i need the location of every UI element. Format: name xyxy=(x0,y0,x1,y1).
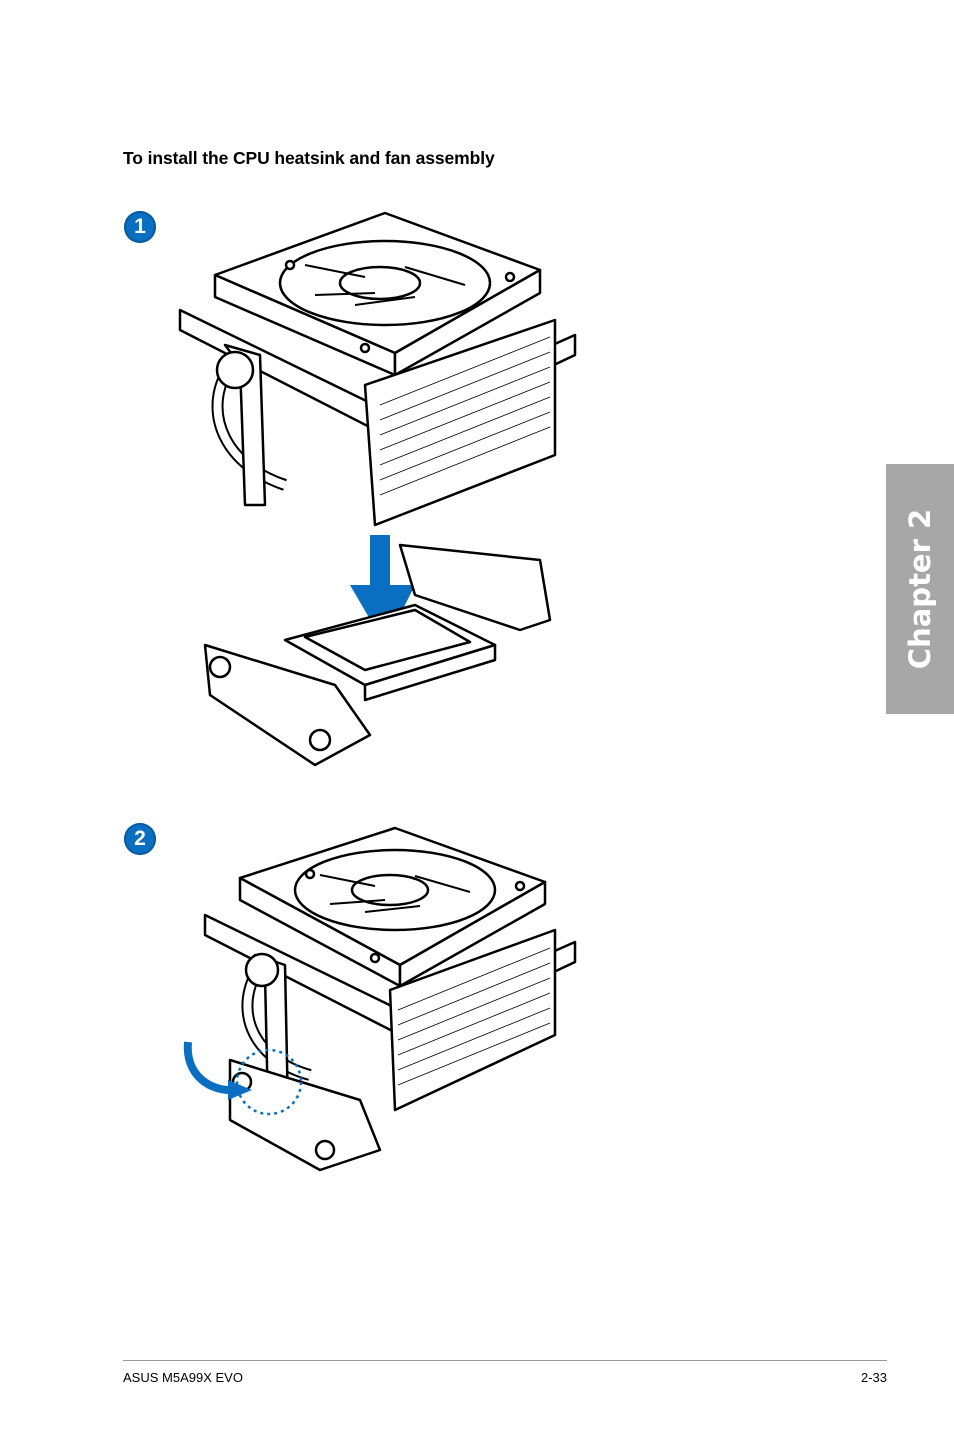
section-heading: To install the CPU heatsink and fan asse… xyxy=(123,148,495,168)
step-2-badge: 2 xyxy=(124,823,156,855)
heatsink-lower-illustration xyxy=(178,211,577,767)
footer-divider xyxy=(123,1360,887,1361)
step-1-badge: 1 xyxy=(124,211,156,243)
heatsink-lock-illustration xyxy=(183,826,577,1172)
footer-product-name: ASUS M5A99X EVO xyxy=(123,1370,243,1385)
footer-page-number: 2-33 xyxy=(860,1370,887,1385)
chapter-tab-label: Chapter 2 xyxy=(903,508,937,670)
chapter-tab: Chapter 2 xyxy=(886,464,954,714)
